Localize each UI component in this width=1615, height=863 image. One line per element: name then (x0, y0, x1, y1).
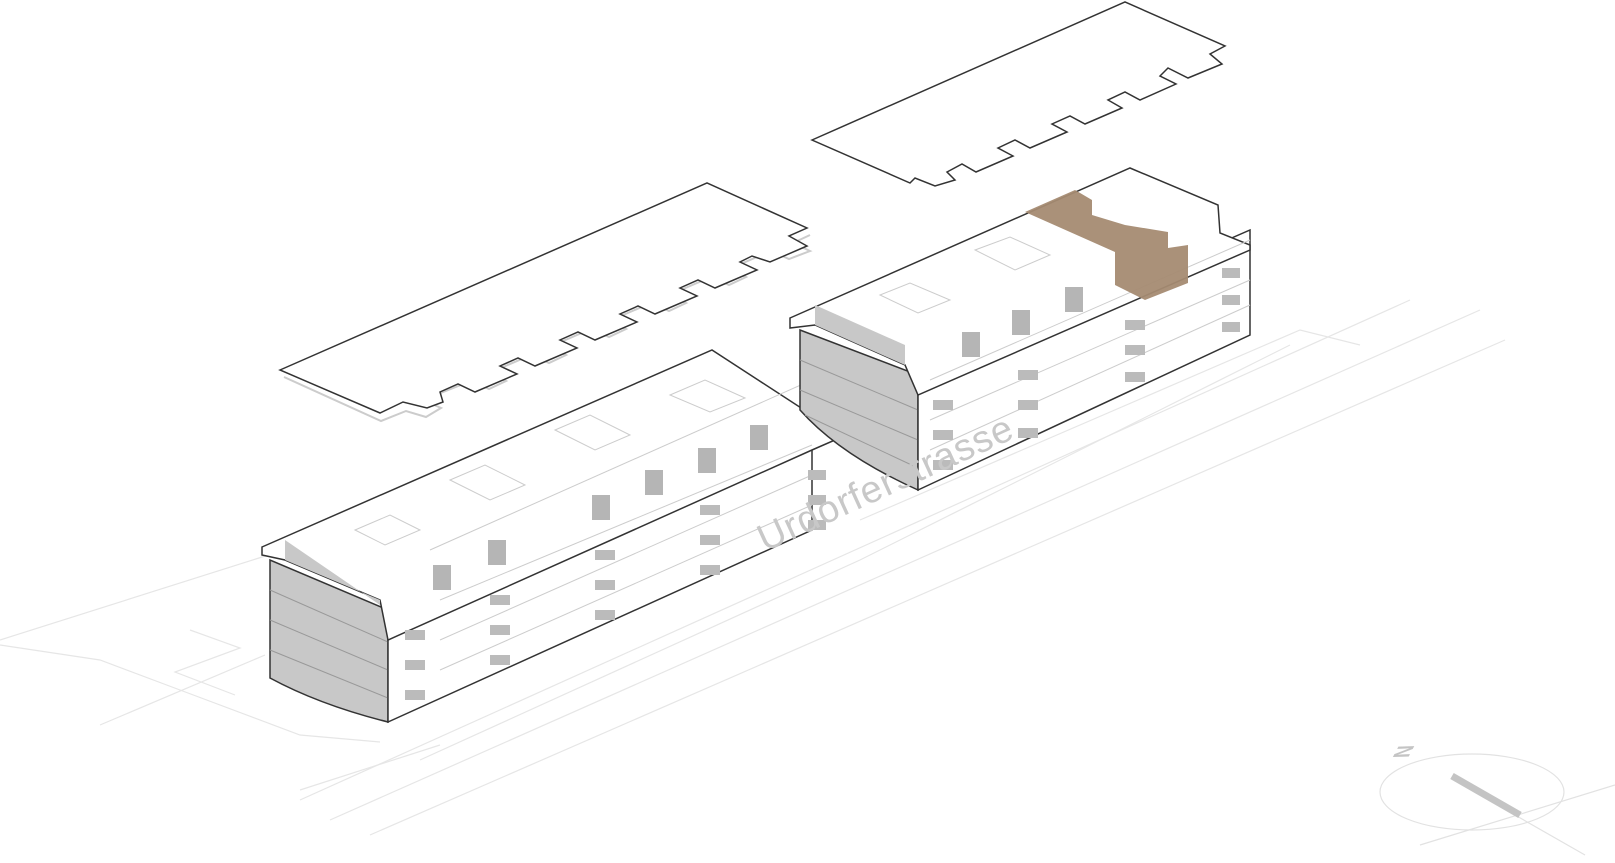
north-arrow (1379, 753, 1615, 856)
right-roof-plate (810, 1, 1227, 187)
right-building (789, 167, 1251, 492)
left-roof-plate (278, 182, 813, 423)
ground-plan-lines (0, 299, 1506, 836)
left-building (261, 349, 836, 724)
highlighted-unit (1025, 190, 1188, 300)
north-arrow-needle (1450, 772, 1522, 819)
